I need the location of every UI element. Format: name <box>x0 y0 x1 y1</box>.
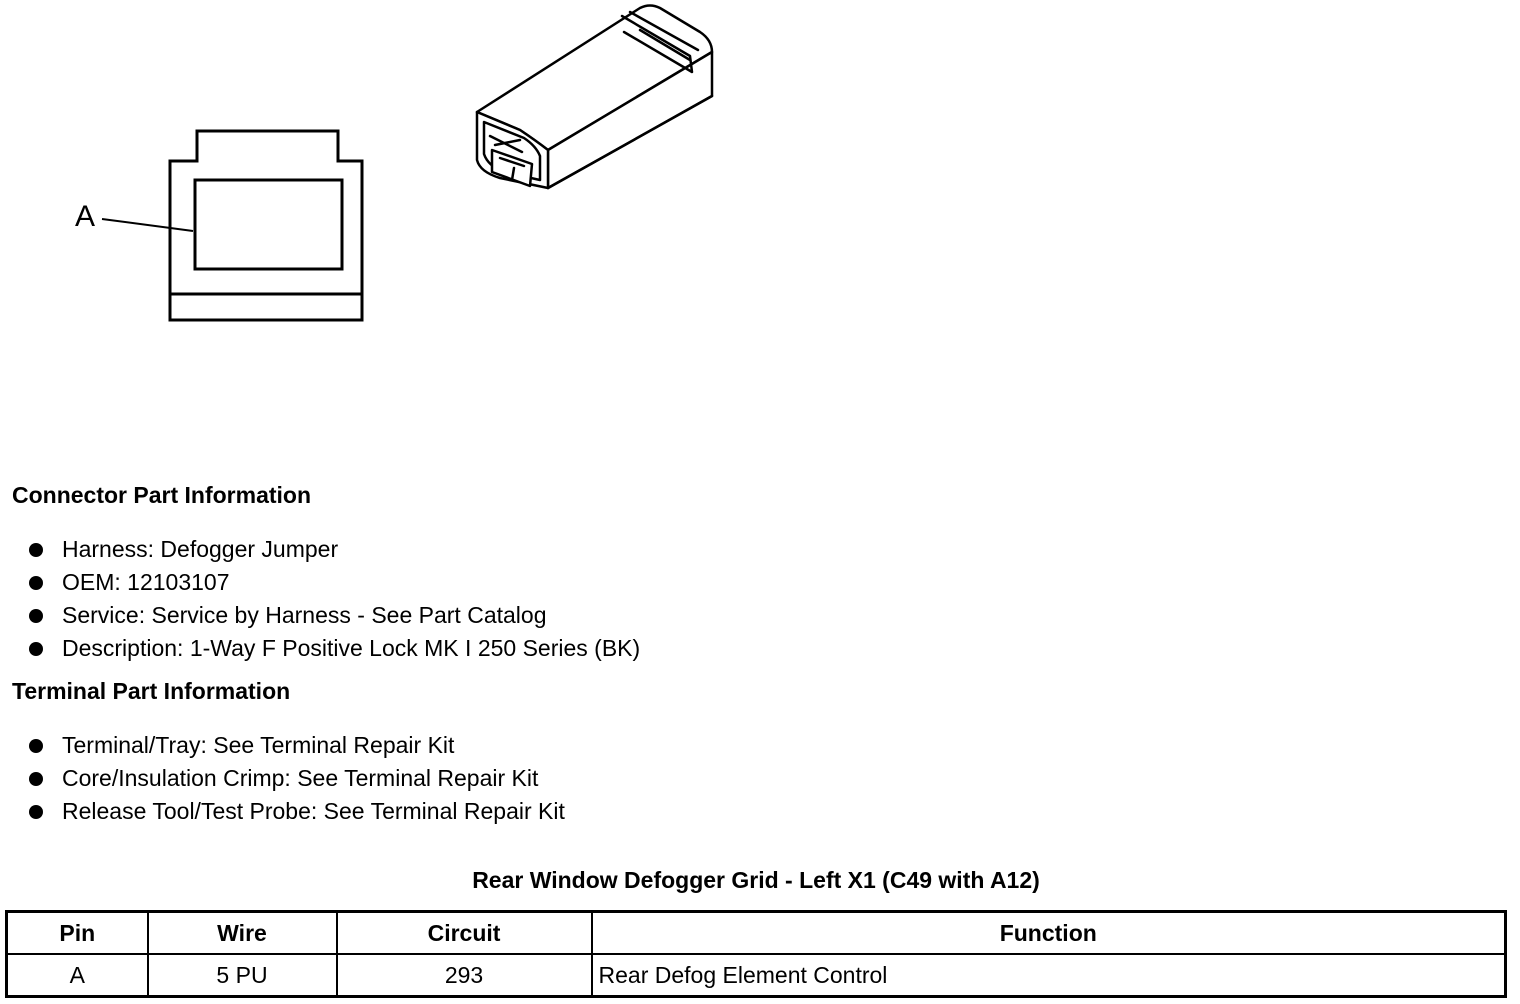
list-item: OEM: 12103107 <box>0 566 640 599</box>
list-item: Terminal/Tray: See Terminal Repair Kit <box>0 729 565 762</box>
connector-part-info-heading: Connector Part Information <box>12 482 312 508</box>
bullet-icon <box>29 642 43 656</box>
column-header-circuit: Circuit <box>335 910 593 955</box>
bullet-icon <box>29 576 43 590</box>
list-item-text: Harness: Defogger Jumper <box>62 536 339 562</box>
connector-drawing <box>101 4 714 322</box>
column-header-function: Function <box>590 910 1507 955</box>
terminal-cavity-a <box>193 178 344 271</box>
list-item-text: Core/Insulation Crimp: See Terminal Repa… <box>62 765 539 791</box>
list-item-text: Terminal/Tray: See Terminal Repair Kit <box>62 732 455 758</box>
cell-pin: A <box>5 953 149 998</box>
bullet-icon <box>29 609 43 623</box>
connector-part-info-list: Harness: Defogger Jumper OEM: 12103107 S… <box>0 533 640 665</box>
connector-illustration: A <box>0 0 1520 460</box>
list-item-text: OEM: 12103107 <box>62 569 230 595</box>
list-item-text: Service: Service by Harness - See Part C… <box>62 602 547 628</box>
cell-function: Rear Defog Element Control <box>590 953 1507 998</box>
callout-label-a: A <box>75 200 96 233</box>
list-item-text: Release Tool/Test Probe: See Terminal Re… <box>62 798 565 824</box>
column-header-wire: Wire <box>146 910 338 955</box>
list-item-text: Description: 1-Way F Positive Lock MK I … <box>62 635 641 661</box>
bullet-icon <box>29 543 43 557</box>
cell-wire: 5 PU <box>146 953 338 998</box>
list-item: Service: Service by Harness - See Part C… <box>0 599 640 632</box>
list-item: Harness: Defogger Jumper <box>0 533 640 566</box>
list-item: Core/Insulation Crimp: See Terminal Repa… <box>0 762 565 795</box>
list-item: Release Tool/Test Probe: See Terminal Re… <box>0 795 565 828</box>
table-header-row: Pin Wire Circuit Function <box>5 910 1507 955</box>
bullet-icon <box>29 739 43 753</box>
callout-leader-line <box>101 218 194 232</box>
bullet-icon <box>29 772 43 786</box>
pin-table: Pin Wire Circuit Function A 5 PU 293 Rea… <box>5 910 1507 998</box>
terminal-part-info-list: Terminal/Tray: See Terminal Repair Kit C… <box>0 729 565 828</box>
column-header-pin: Pin <box>5 910 149 955</box>
cell-circuit: 293 <box>335 953 593 998</box>
connector-face-view <box>168 129 364 322</box>
bullet-icon <box>29 805 43 819</box>
connector-3d-view <box>475 4 714 190</box>
table-row: A 5 PU 293 Rear Defog Element Control <box>5 953 1507 998</box>
pin-table-title: Rear Window Defogger Grid - Left X1 (C49… <box>472 867 1040 893</box>
list-item: Description: 1-Way F Positive Lock MK I … <box>0 632 640 665</box>
terminal-part-info-heading: Terminal Part Information <box>12 678 291 704</box>
